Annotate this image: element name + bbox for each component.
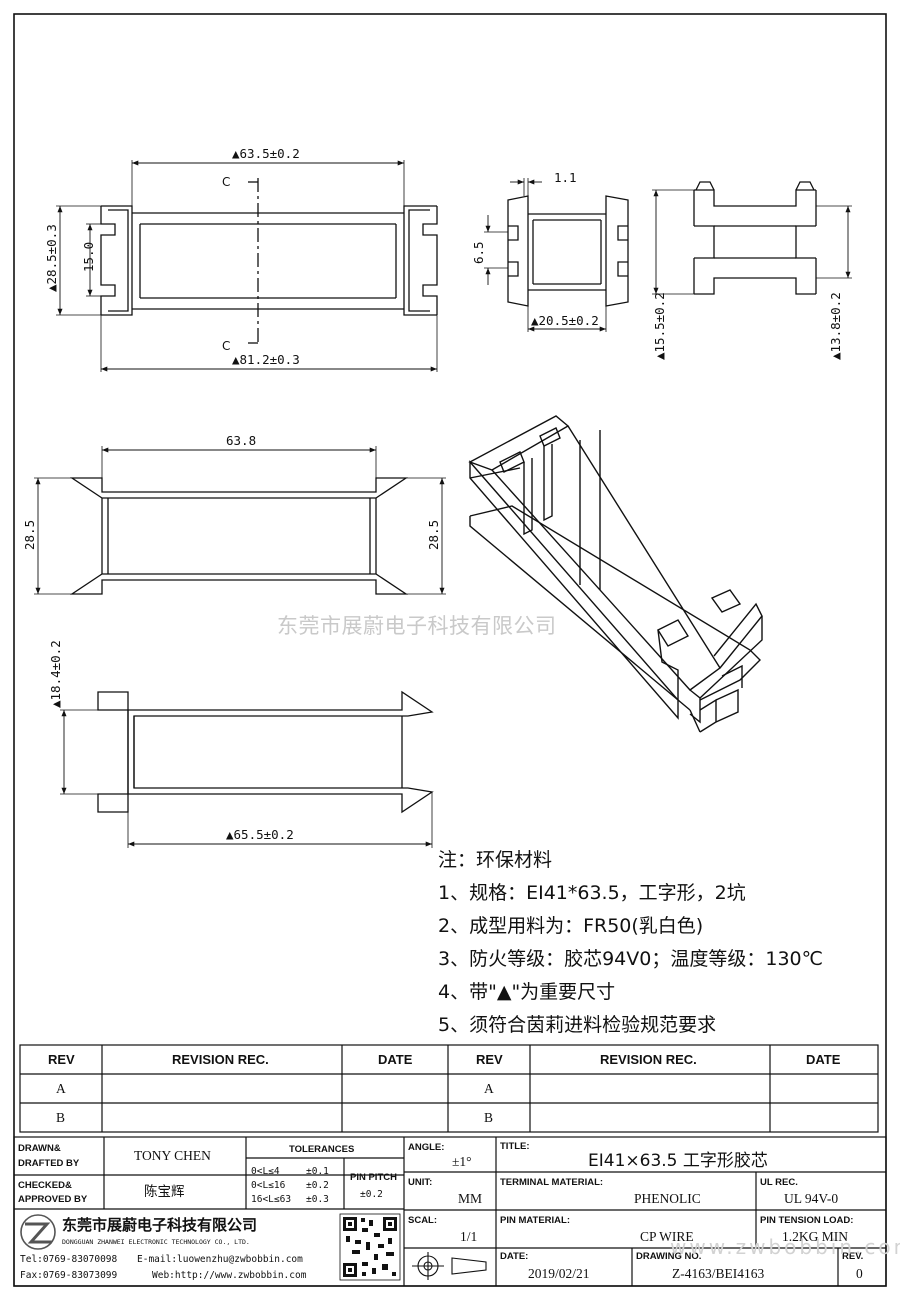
end-slot-dim: 6.5 (471, 241, 486, 264)
top-overall-dim: ▲81.2±0.3 (232, 352, 300, 367)
note-item: 3、防火等级：胶芯94V0；温度等级：130℃ (438, 948, 823, 970)
section-mark-bottom: C (222, 339, 230, 353)
rev-row-a-2: A (484, 1081, 494, 1096)
drafted-label: DRAFTED BY (18, 1158, 80, 1169)
revision-rec-header: REVISION REC. (172, 1052, 269, 1067)
side-dim-left: ▲15.5±0.2 (652, 292, 667, 360)
side-view (652, 181, 852, 295)
front-length-dim: 63.8 (226, 433, 256, 448)
end-view (484, 178, 629, 332)
tolerances-label: TOLERANCES (289, 1144, 354, 1155)
company-fax: Fax:0769-83073099 (20, 1270, 118, 1281)
top-width-dim: ▲63.5±0.2 (232, 146, 300, 161)
url-watermark: www.zwbobbin.com (670, 1235, 900, 1259)
ul-rec-label: UL REC. (760, 1177, 798, 1188)
scale-label: SCAL: (408, 1215, 437, 1226)
section-length-dim: ▲65.5±0.2 (226, 827, 294, 842)
tolerance-range: 0<L≤16 (251, 1180, 286, 1191)
tolerance-value: ±0.3 (306, 1194, 329, 1205)
top-view (56, 160, 438, 372)
date-header: DATE (378, 1052, 413, 1067)
rev-label: REV. (842, 1251, 863, 1262)
unit-label: UNIT: (408, 1177, 432, 1188)
pin-tension-value: 1.2KG MIN (782, 1229, 848, 1244)
top-height-dim: ▲28.5±0.3 (44, 224, 59, 292)
unit-value: MM (458, 1191, 482, 1206)
title-value: EI41×63.5 工字形胶芯 (588, 1151, 768, 1171)
rev-value: 0 (856, 1266, 863, 1281)
company-name-cn: 东莞市展蔚电子科技有限公司 (62, 1216, 257, 1234)
rev-header: REV (48, 1052, 75, 1067)
title-block (13, 1136, 887, 1287)
tolerance-range: 16<L≤63 (251, 1194, 291, 1205)
revision-table (19, 1044, 879, 1133)
rev-row-a: A (56, 1081, 66, 1096)
end-flange-dim: 1.1 (554, 170, 577, 185)
front-view (34, 446, 446, 595)
drawing-no-value: Z-4163/BEI4163 (672, 1266, 764, 1281)
note-item: 5、须符合茵莉进料检验规范要求 (438, 1014, 716, 1036)
angle-label: ANGLE: (408, 1142, 444, 1153)
title-label: TITLE: (500, 1141, 530, 1152)
rev-row-b-2: B (484, 1110, 493, 1125)
section-view (60, 690, 434, 848)
company-logo (20, 1214, 56, 1250)
date-header-2: DATE (806, 1052, 841, 1067)
pin-material-value: CP WIRE (640, 1229, 694, 1244)
end-width-dim: ▲20.5±0.2 (531, 313, 599, 328)
rev-header-2: REV (476, 1052, 503, 1067)
section-height-dim: ▲18.4±0.2 (48, 640, 63, 708)
date-label: DATE: (500, 1251, 528, 1262)
company-name-en: DONGGUAN ZHANWEI ELECTRONIC TECHNOLOGY C… (62, 1238, 250, 1246)
scale-value: 1/1 (460, 1229, 477, 1244)
isometric-view (468, 415, 763, 733)
notes-title: 注：环保材料 (438, 849, 552, 871)
drawn-value: TONY CHEN (134, 1148, 211, 1163)
projection-symbol-icon (412, 1252, 487, 1280)
pin-pitch-value: ±0.2 (360, 1189, 383, 1200)
company-email: E-mail:luowenzhu@zwbobbin.com (137, 1254, 303, 1265)
note-item: 4、带"▲"为重要尺寸 (438, 981, 615, 1003)
revision-rec-header-2: REVISION REC. (600, 1052, 697, 1067)
top-inner-dim: 15.0 (81, 242, 96, 272)
tolerance-range: 0<L≤4 (251, 1166, 280, 1177)
front-height-left: 28.5 (22, 520, 37, 550)
tolerance-value: ±0.2 (306, 1180, 329, 1191)
checked-label: CHECKED& (18, 1180, 72, 1191)
qr-code (339, 1213, 401, 1281)
drawn-label: DRAWN& (18, 1143, 61, 1154)
company-web: Web:http://www.zwbobbin.com (152, 1270, 307, 1281)
company-watermark: 东莞市展蔚电子科技有限公司 (277, 614, 557, 638)
notes: 注：环保材料 1、规格：EI41*63.5，工字形，2坑 2、成型用料为：FR5… (438, 849, 823, 1036)
note-item: 2、成型用料为：FR50(乳白色) (438, 915, 703, 937)
front-height-right: 28.5 (426, 520, 441, 550)
tolerance-value: ±0.1 (306, 1166, 329, 1177)
terminal-material-value: PHENOLIC (634, 1191, 701, 1206)
date-value: 2019/02/21 (528, 1266, 590, 1281)
ul-rec-value: UL 94V-0 (784, 1191, 838, 1206)
pin-material-label: PIN MATERIAL: (500, 1215, 570, 1226)
side-dim-right: ▲13.8±0.2 (828, 292, 843, 360)
rev-row-b: B (56, 1110, 65, 1125)
sheet-border (13, 13, 887, 1287)
company-tel: Tel:0769-83070098 (20, 1254, 118, 1265)
approved-label: APPROVED BY (18, 1194, 88, 1205)
section-mark-top: C (222, 175, 230, 189)
angle-value: ±1° (452, 1154, 472, 1169)
note-item: 1、规格：EI41*63.5，工字形，2坑 (438, 882, 746, 904)
terminal-material-label: TERMINAL MATERIAL: (500, 1177, 603, 1188)
pin-tension-label: PIN TENSION LOAD: (760, 1215, 853, 1226)
checked-value: 陈宝辉 (144, 1183, 185, 1199)
drawing-no-label: DRAWING NO. (636, 1251, 701, 1262)
pin-pitch-label: PIN PITCH (350, 1172, 397, 1183)
